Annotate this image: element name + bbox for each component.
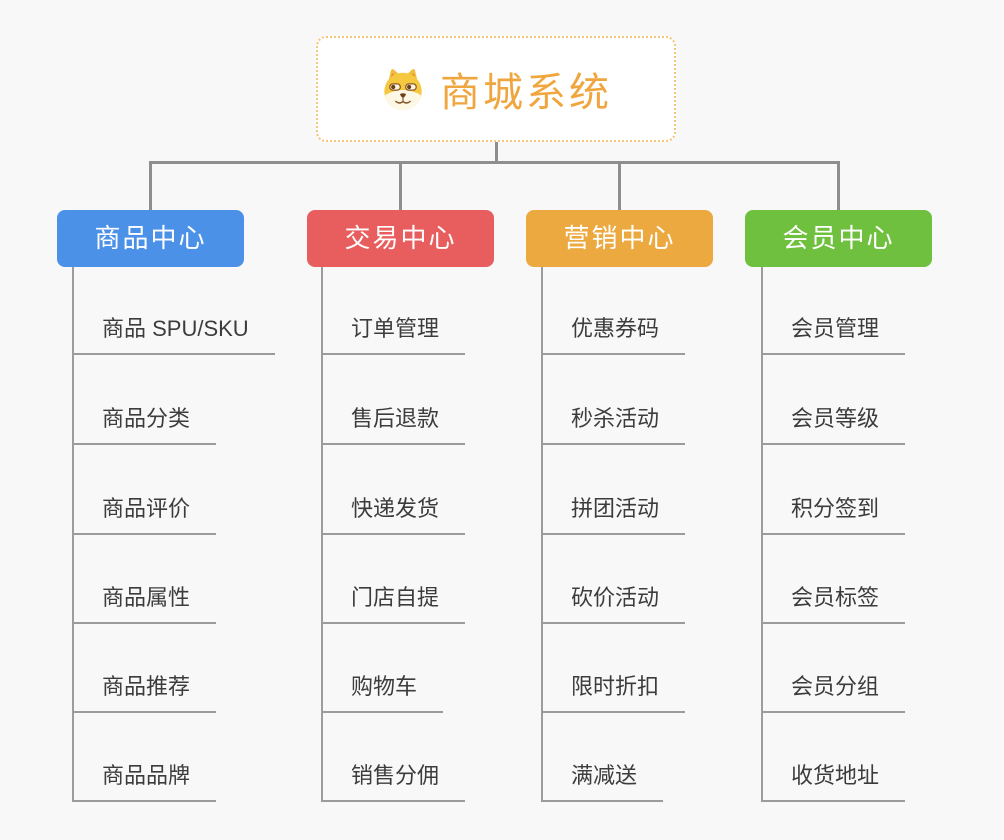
leaf-node[interactable]: 收货地址 bbox=[761, 760, 906, 802]
root-title: 商城系统 bbox=[440, 71, 612, 115]
branch-drop-connector bbox=[618, 161, 621, 211]
branch-horizontal-connector bbox=[149, 161, 840, 164]
doge-icon bbox=[384, 68, 422, 111]
leaf-node[interactable]: 会员标签 bbox=[761, 582, 906, 624]
branch-node-product-center[interactable]: 商品中心 bbox=[57, 210, 244, 267]
leaf-node[interactable]: 商品 SPU/SKU bbox=[72, 313, 275, 355]
leaf-node[interactable]: 会员管理 bbox=[761, 313, 906, 355]
leaf-node[interactable]: 商品推荐 bbox=[72, 671, 217, 713]
leaf-node[interactable]: 商品评价 bbox=[72, 493, 217, 535]
branch-node-member-center[interactable]: 会员中心 bbox=[745, 210, 932, 267]
leaf-node[interactable]: 会员等级 bbox=[761, 403, 906, 445]
leaf-node[interactable]: 商品分类 bbox=[72, 403, 217, 445]
leaf-node[interactable]: 优惠券码 bbox=[541, 313, 686, 355]
branch-drop-connector bbox=[149, 161, 152, 211]
branch-node-trade-center[interactable]: 交易中心 bbox=[307, 210, 494, 267]
leaf-node[interactable]: 快递发货 bbox=[321, 493, 466, 535]
leaf-node[interactable]: 会员分组 bbox=[761, 671, 906, 713]
leaf-node[interactable]: 购物车 bbox=[321, 671, 444, 713]
leaf-node[interactable]: 砍价活动 bbox=[541, 582, 686, 624]
root-node[interactable]: 商城系统 bbox=[316, 36, 676, 142]
leaf-node[interactable]: 销售分佣 bbox=[321, 760, 466, 802]
leaf-node[interactable]: 售后退款 bbox=[321, 403, 466, 445]
leaf-node[interactable]: 拼团活动 bbox=[541, 493, 686, 535]
leaf-node[interactable]: 商品属性 bbox=[72, 582, 217, 624]
leaf-node[interactable]: 满减送 bbox=[541, 760, 664, 802]
leaf-node[interactable]: 限时折扣 bbox=[541, 671, 686, 713]
leaf-node[interactable]: 商品品牌 bbox=[72, 760, 217, 802]
root-stem-connector bbox=[495, 142, 498, 162]
branch-drop-connector bbox=[837, 161, 840, 211]
leaf-node[interactable]: 门店自提 bbox=[321, 582, 466, 624]
branch-drop-connector bbox=[399, 161, 402, 211]
leaf-node[interactable]: 订单管理 bbox=[321, 313, 466, 355]
branch-node-marketing-center[interactable]: 营销中心 bbox=[526, 210, 713, 267]
leaf-node[interactable]: 秒杀活动 bbox=[541, 403, 686, 445]
leaf-node[interactable]: 积分签到 bbox=[761, 493, 906, 535]
